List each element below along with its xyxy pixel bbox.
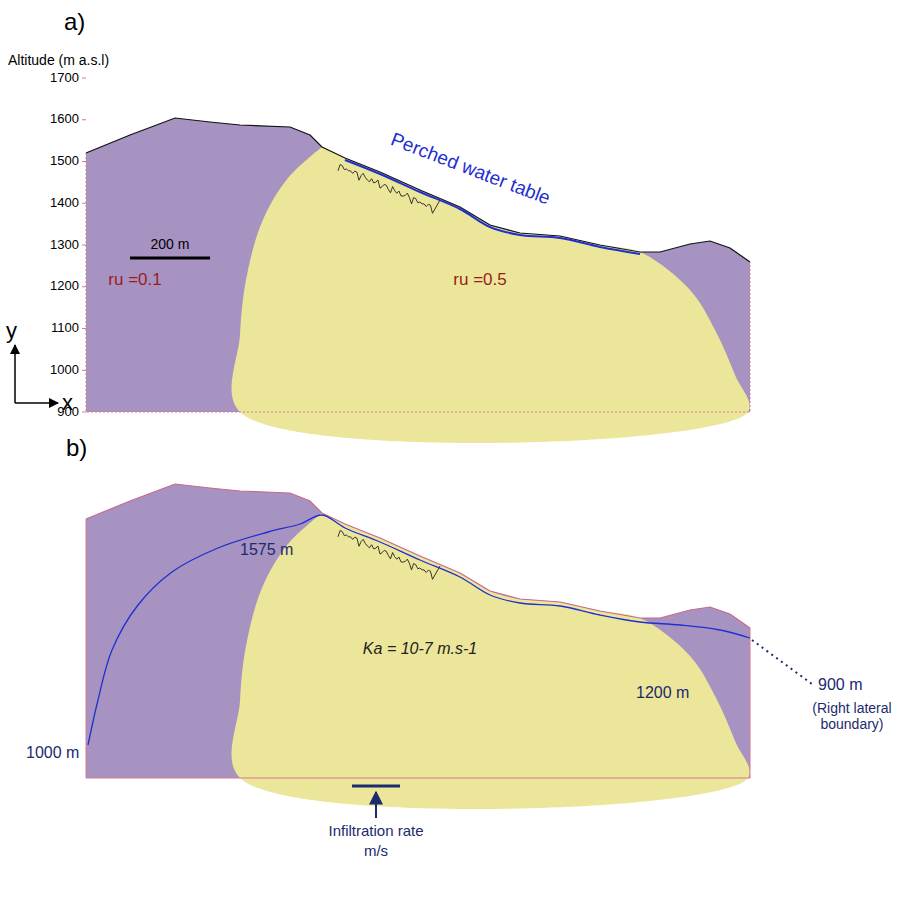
axis-title: Altitude (m a.s.l) (8, 52, 109, 68)
axis-tick (82, 328, 86, 329)
tick-label: 1700 (50, 71, 79, 86)
elevation-label: 1200 m (636, 684, 689, 702)
elevation-label: 1575 m (240, 541, 293, 559)
tick-label: 1300 (50, 238, 79, 253)
ground-surface (86, 118, 750, 262)
yellow-unit (231, 513, 749, 809)
x-arrow (15, 402, 58, 404)
infiltration-label: Infiltration rate (328, 822, 423, 839)
scale-bar (130, 257, 210, 260)
tick-label: 1200 (50, 279, 79, 294)
tick-label: 1100 (51, 321, 79, 336)
panel-letter: a) (64, 8, 85, 36)
axis-tick (82, 245, 86, 246)
tick-label: 1500 (50, 154, 79, 169)
ru-value: ru =0.1 (108, 270, 161, 290)
scale-label: 200 m (151, 236, 190, 252)
conductivity-label: Ka = 10-7 m.s-1 (363, 640, 477, 658)
slip-surface (338, 531, 440, 580)
section-panel (86, 484, 750, 809)
infiltration-unit: m/s (364, 842, 388, 859)
tick-label: 1600 (50, 112, 79, 127)
yellow-unit (231, 147, 749, 443)
axis-tick (82, 203, 86, 204)
axis-tick (82, 286, 86, 287)
infiltration-bar (352, 785, 400, 788)
tick-label: 1000 (50, 363, 79, 378)
section-panel (86, 118, 750, 443)
panel-letter: b) (66, 434, 87, 462)
boundary-label: (Right lateral boundary) (800, 700, 904, 732)
axis-tick (82, 412, 86, 413)
slip-surface (338, 165, 440, 214)
tick-label: 1400 (50, 196, 79, 211)
axis-letter: y (6, 318, 17, 343)
elevation-label: 900 m (818, 676, 862, 694)
axis-tick (82, 119, 86, 120)
infiltration-arrow (375, 792, 377, 818)
elevation-label: 1000 m (26, 744, 79, 762)
model-boundary (86, 519, 750, 778)
ground-surface (86, 484, 750, 628)
axis-letter: x (62, 390, 73, 415)
axis-tick (82, 370, 86, 371)
y-arrow (14, 345, 16, 403)
model-boundary (86, 153, 750, 412)
axis-tick (82, 78, 86, 79)
boundary-leader (752, 640, 812, 684)
axis-tick (82, 161, 86, 162)
ru-value: ru =0.5 (453, 270, 506, 290)
water-table (88, 515, 750, 745)
